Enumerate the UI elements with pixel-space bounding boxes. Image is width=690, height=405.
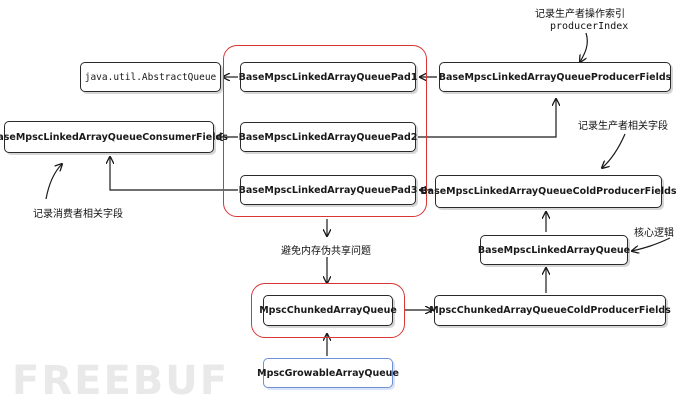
freebuf-watermark: FREEBUF: [12, 358, 230, 404]
pad3-label: BaseMpscLinkedArrayQueuePad3: [238, 184, 418, 196]
annotation-arrow-core-logic: [632, 237, 671, 251]
chunked-queue-group: [251, 283, 405, 338]
pad1-node: BaseMpscLinkedArrayQueuePad1: [238, 62, 418, 92]
abstract-queue-node: java.util.AbstractQueue: [80, 62, 221, 92]
annotation-arrow-producer-fields: [602, 133, 626, 168]
chunked-cold-fields-label: MpscChunkedArrayQueueColdProducerFields: [429, 305, 671, 316]
chunked-queue-label: MpscChunkedArrayQueue: [259, 305, 397, 316]
pad2-node: BaseMpscLinkedArrayQueuePad2: [238, 122, 418, 152]
cold-producer-fields-label: BaseMpscLinkedArrayQueueColdProducerFiel…: [420, 186, 677, 197]
chunked-cold-fields-node: MpscChunkedArrayQueueColdProducerFields: [429, 295, 671, 326]
pad2-label: BaseMpscLinkedArrayQueuePad2: [238, 131, 418, 143]
chunked-queue-node: MpscChunkedArrayQueue: [259, 295, 397, 326]
padding-classes-group: [223, 45, 427, 217]
growable-queue-node: MpscGrowableArrayQueue: [257, 358, 399, 388]
producer-index-name: producerIndex: [550, 21, 629, 32]
pad3-node: BaseMpscLinkedArrayQueuePad3: [238, 175, 418, 205]
false-sharing-note: 避免内存伪共享问题: [281, 246, 371, 257]
base-queue-label: BaseMpscLinkedArrayQueue: [477, 244, 631, 256]
abstract-queue-label: java.util.AbstractQueue: [84, 71, 217, 83]
edge-pad3-to-consumer: [110, 157, 238, 191]
consumer-fields-label: BaseMpscLinkedArrayQueueConsumerFields: [0, 131, 228, 143]
core-logic-note: 核心逻辑: [634, 228, 674, 239]
base-queue-node: BaseMpscLinkedArrayQueue: [477, 235, 631, 265]
producer-fields-label: BaseMpscLinkedArrayQueueProducerFields: [438, 71, 672, 83]
producer-index-title: 记录生产者操作索引: [535, 9, 625, 20]
pad1-label: BaseMpscLinkedArrayQueuePad1: [238, 71, 418, 83]
consumer-fields-node: BaseMpscLinkedArrayQueueConsumerFields: [0, 121, 228, 153]
edge-consumer-to-producer-fields: [416, 99, 556, 138]
annotation-arrow-consumer-fields: [45, 164, 62, 200]
consumer-fields-note: 记录消费者相关字段: [33, 209, 123, 220]
annotation-arrow-producer-index: [580, 32, 588, 62]
growable-queue-label: MpscGrowableArrayQueue: [257, 367, 399, 379]
producer-fields-note: 记录生产者相关字段: [578, 121, 668, 132]
cold-producer-fields-node: BaseMpscLinkedArrayQueueColdProducerFiel…: [420, 175, 677, 208]
producer-fields-node: BaseMpscLinkedArrayQueueProducerFields: [439, 62, 671, 92]
